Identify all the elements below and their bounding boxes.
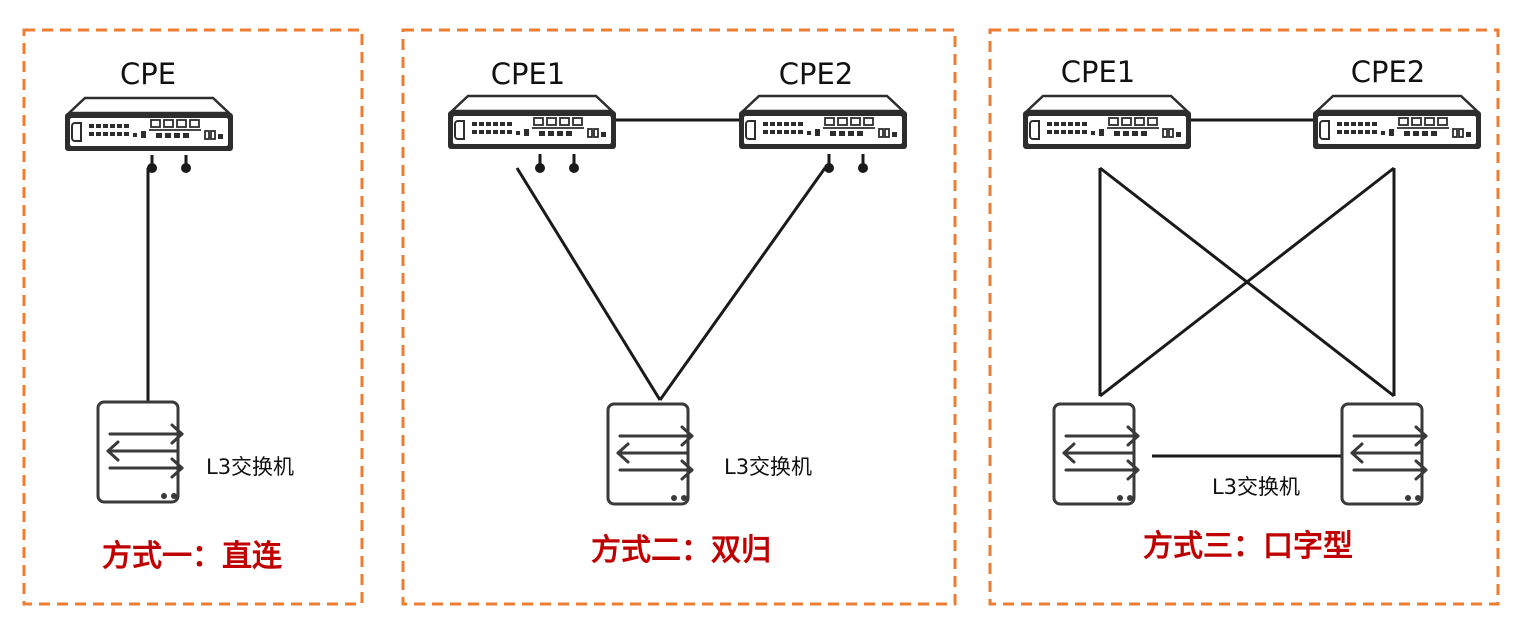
link-cpe1-switch (515, 167, 662, 401)
device-label-cpe2: CPE2 (779, 57, 854, 91)
port-dot (824, 163, 834, 173)
port-dot (569, 163, 579, 173)
device-label-cpe1: CPE1 (491, 57, 566, 91)
l3-switch-icon (96, 400, 184, 504)
switch-label: L3交换机 (724, 455, 812, 479)
cpe-router-icon (737, 94, 909, 151)
switch-label: L3交换机 (1212, 475, 1300, 499)
caption-direct: 方式一：直连 (102, 539, 283, 574)
caption-square: 方式三：口字型 (1143, 529, 1353, 564)
port-dot (535, 163, 545, 173)
cpe-router-icon (1021, 94, 1193, 151)
l3-switch-icon (1052, 402, 1140, 506)
device-label-cpe: CPE (120, 57, 176, 91)
panel-frame (401, 28, 957, 606)
caption-dual-homing: 方式二：双归 (591, 533, 771, 568)
port-dot (858, 163, 868, 173)
cpe-router-icon (63, 96, 235, 153)
panel-square: CPE1 CPE2 L3交换机 方式三：口字型 (988, 28, 1500, 606)
panel-direct: CPE L3交换机 方式一：直连 (22, 28, 364, 606)
panel-frame (22, 28, 364, 606)
link-cpe2-switch (658, 167, 827, 401)
switch-label: L3交换机 (206, 455, 294, 479)
cpe-router-icon (1311, 94, 1483, 151)
panel-dual-homing: CPE1 CPE2 L3交换机 方式二：双归 (401, 28, 957, 606)
cpe-router-icon (446, 94, 618, 151)
link-cpe2-switch-left (1099, 166, 1395, 398)
device-label-cpe2: CPE2 (1351, 55, 1426, 89)
device-label-cpe1: CPE1 (1061, 55, 1136, 89)
l3-switch-icon (1340, 402, 1428, 506)
l3-switch-icon (606, 402, 694, 506)
panel-frame (988, 28, 1500, 606)
